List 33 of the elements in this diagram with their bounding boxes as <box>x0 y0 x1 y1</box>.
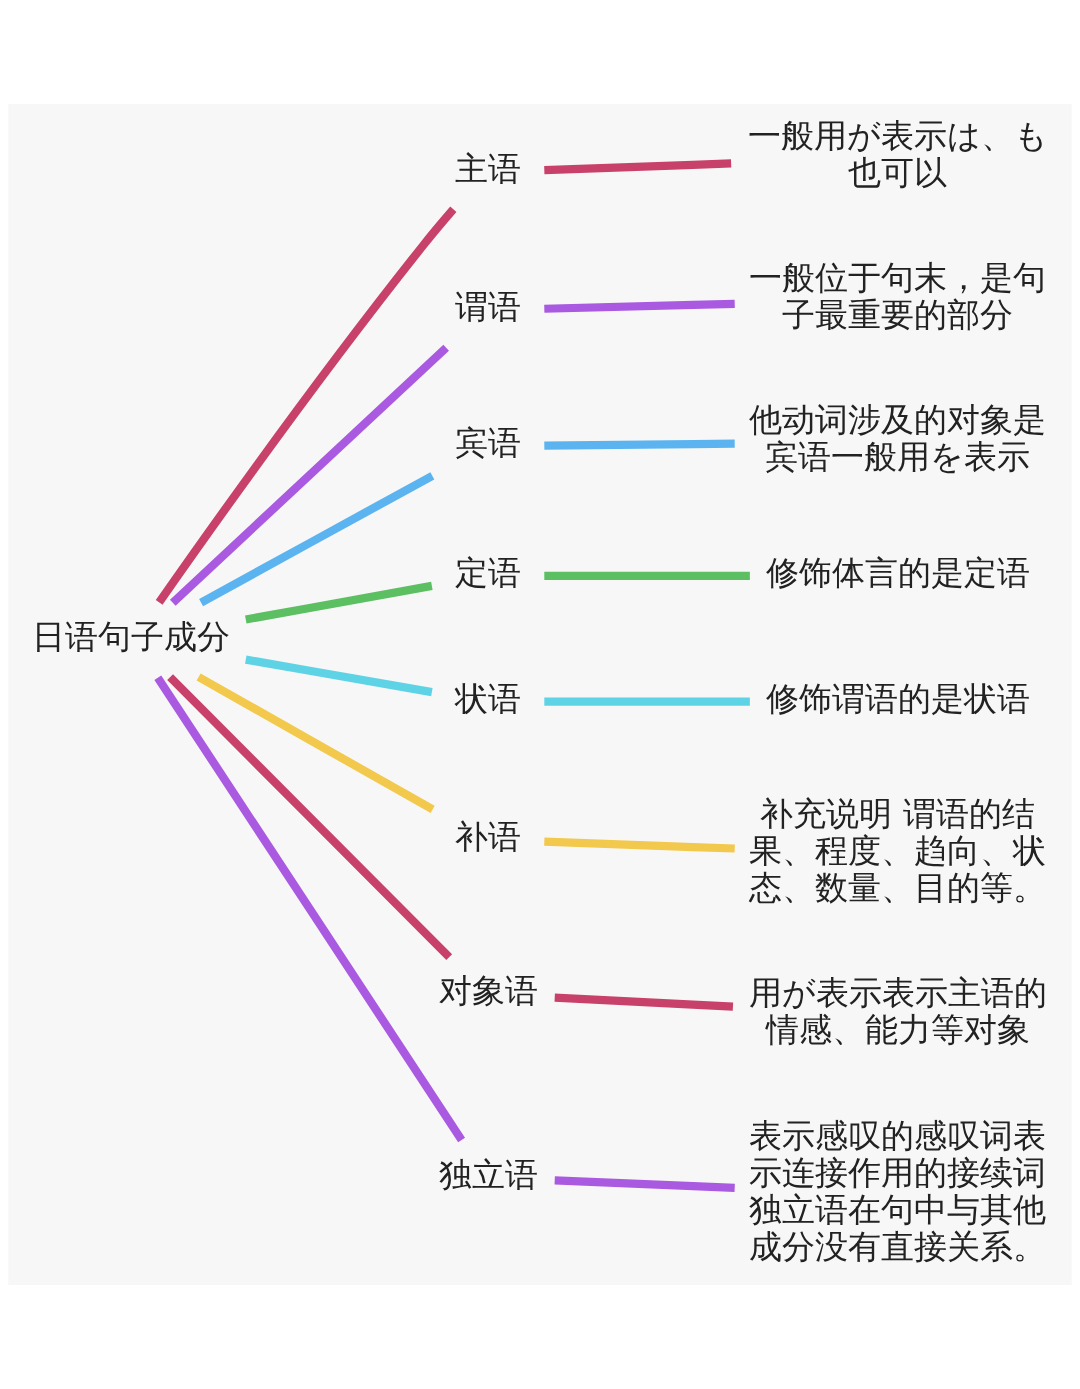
connector <box>167 674 453 960</box>
node-text: 对象语 <box>438 971 538 1011</box>
connector <box>544 571 750 581</box>
connector <box>245 581 433 624</box>
node-text: 补语 <box>455 816 522 856</box>
connector <box>544 159 732 175</box>
connector <box>544 439 735 450</box>
connector <box>245 655 433 697</box>
node-text: 一般位于句末，是句子最重要的部分 <box>749 258 1047 335</box>
node-text: 一般用が表示は、も也可以 <box>747 115 1048 192</box>
connector <box>544 837 735 853</box>
connector <box>554 993 734 1011</box>
connector <box>170 344 449 606</box>
connector <box>155 206 457 605</box>
connector <box>154 675 466 1143</box>
connector <box>199 472 435 607</box>
node-text: 主语 <box>455 148 522 188</box>
connector <box>554 1176 735 1192</box>
connector <box>544 697 750 706</box>
node-text: 独立语 <box>438 1154 538 1194</box>
node-text: 谓语 <box>455 286 522 326</box>
connector <box>544 299 735 313</box>
node-text: 状语 <box>455 678 522 718</box>
node-text: 定语 <box>455 552 522 592</box>
node-text: 修饰谓语的是状语 <box>765 678 1030 718</box>
node-text: 用が表示表示主语的情感、能力等对象 <box>748 973 1047 1050</box>
node-text: 表示感叹的感叹词表示连接作用的接续词独立语在句中与其他成分没有直接关系。 <box>749 1115 1047 1266</box>
node-text: 修饰体言的是定语 <box>765 552 1030 592</box>
node-text: 他动词涉及的对象是宾语一般用を表示 <box>749 400 1047 477</box>
node-text: 日语句子成分 <box>31 616 230 656</box>
connector <box>196 673 435 813</box>
node-text: 宾语 <box>455 422 522 462</box>
node-text: 补充说明 谓语的结果、程度、趋向、状态、数量、目的等。 <box>749 793 1047 908</box>
